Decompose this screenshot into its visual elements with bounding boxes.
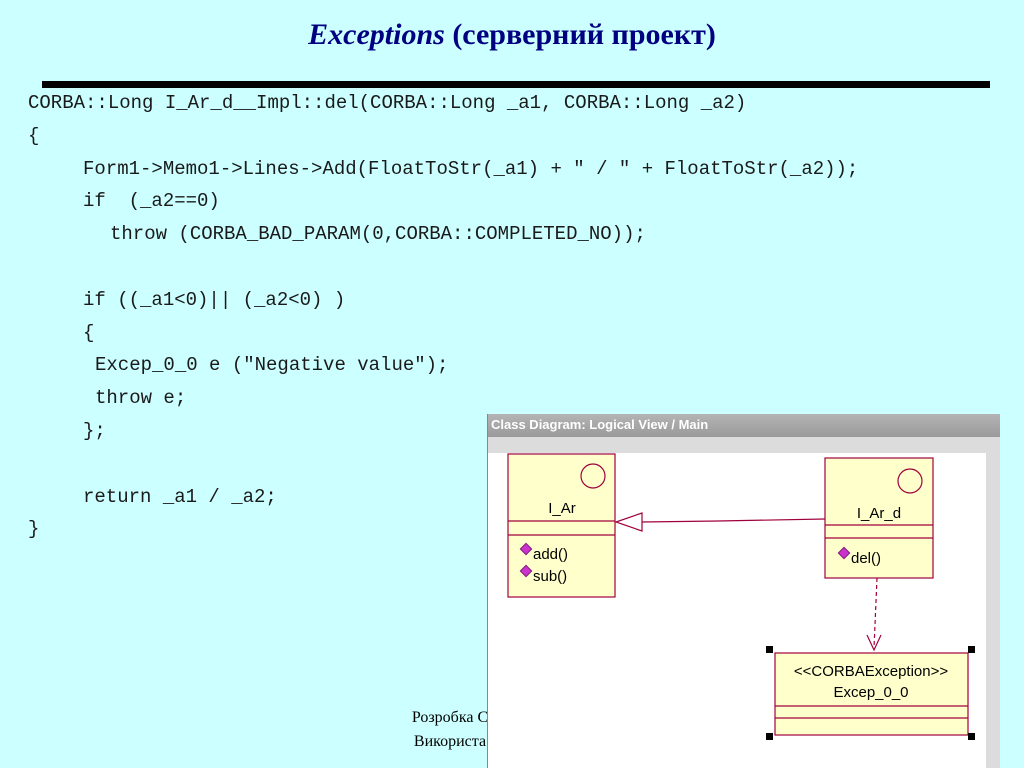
class-excep-stereotype: <<CORBAException>> [794, 663, 948, 680]
operation-icon [519, 564, 533, 578]
code-line: if ((_a1<0)|| (_a2<0) ) [83, 288, 346, 311]
class-i-ar-d[interactable]: I_Ar_d del() [824, 457, 934, 579]
dependency-arrow [866, 577, 882, 652]
code-line: }; [83, 420, 106, 442]
interface-circle-icon [897, 468, 923, 494]
op-sub: sub() [533, 568, 567, 585]
code-line: { [28, 124, 40, 147]
diagram-scrollbar[interactable] [986, 453, 1000, 768]
footer-line-1: Розробка С [411, 709, 489, 726]
selection-handle[interactable] [766, 733, 773, 740]
code-line: if (_a2==0) [83, 190, 220, 213]
class-excep-name: Excep_0_0 [833, 684, 908, 701]
code-line: } [28, 518, 40, 541]
code-line: CORBA::Long I_Ar_d__Impl::del(CORBA::Lon… [28, 92, 747, 114]
op-add: add() [533, 546, 568, 563]
diagram-toolbar-strip [488, 437, 1000, 453]
code-line: Form1->Memo1->Lines->Add(FloatToStr(_a1)… [83, 157, 859, 180]
selection-handle[interactable] [968, 733, 975, 740]
class-excep-0-0[interactable]: <<CORBAException>> Excep_0_0 [766, 646, 975, 740]
class-i-ar-d-name: I_Ar_d [857, 505, 901, 522]
selection-handle[interactable] [766, 646, 773, 653]
diagram-window-title[interactable]: Class Diagram: Logical View / Main [488, 414, 1000, 437]
class-i-ar-name: I_Ar [548, 500, 576, 517]
code-line: { [83, 321, 95, 344]
title-rest: (серверний проект) [452, 18, 716, 51]
op-del: del() [851, 550, 881, 567]
code-line: throw e; [95, 387, 187, 410]
operation-icon [519, 542, 533, 556]
interface-circle-icon [580, 463, 606, 489]
code-line: Excep_0_0 e ("Negative value"); [95, 354, 449, 377]
slide-title: Exceptions (серверний проект) [0, 18, 1024, 52]
class-diagram-window: Class Diagram: Logical View / Main I_Ar … [487, 414, 1000, 768]
diagram-canvas: I_Ar add() sub() I_Ar_d del() [507, 453, 975, 740]
realization-arrow [614, 512, 826, 532]
footer-line-2: Використа [413, 733, 487, 750]
title-divider [42, 81, 990, 88]
code-line: return _a1 / _a2; [83, 485, 277, 508]
slide-footer: Розробка С Використа [380, 706, 520, 754]
selection-handle[interactable] [968, 646, 975, 653]
title-italic: Exceptions [308, 18, 445, 51]
code-line: throw (CORBA_BAD_PARAM(0,CORBA::COMPLETE… [110, 223, 646, 246]
operation-icon [837, 546, 851, 560]
class-i-ar[interactable]: I_Ar add() sub() [507, 453, 616, 598]
